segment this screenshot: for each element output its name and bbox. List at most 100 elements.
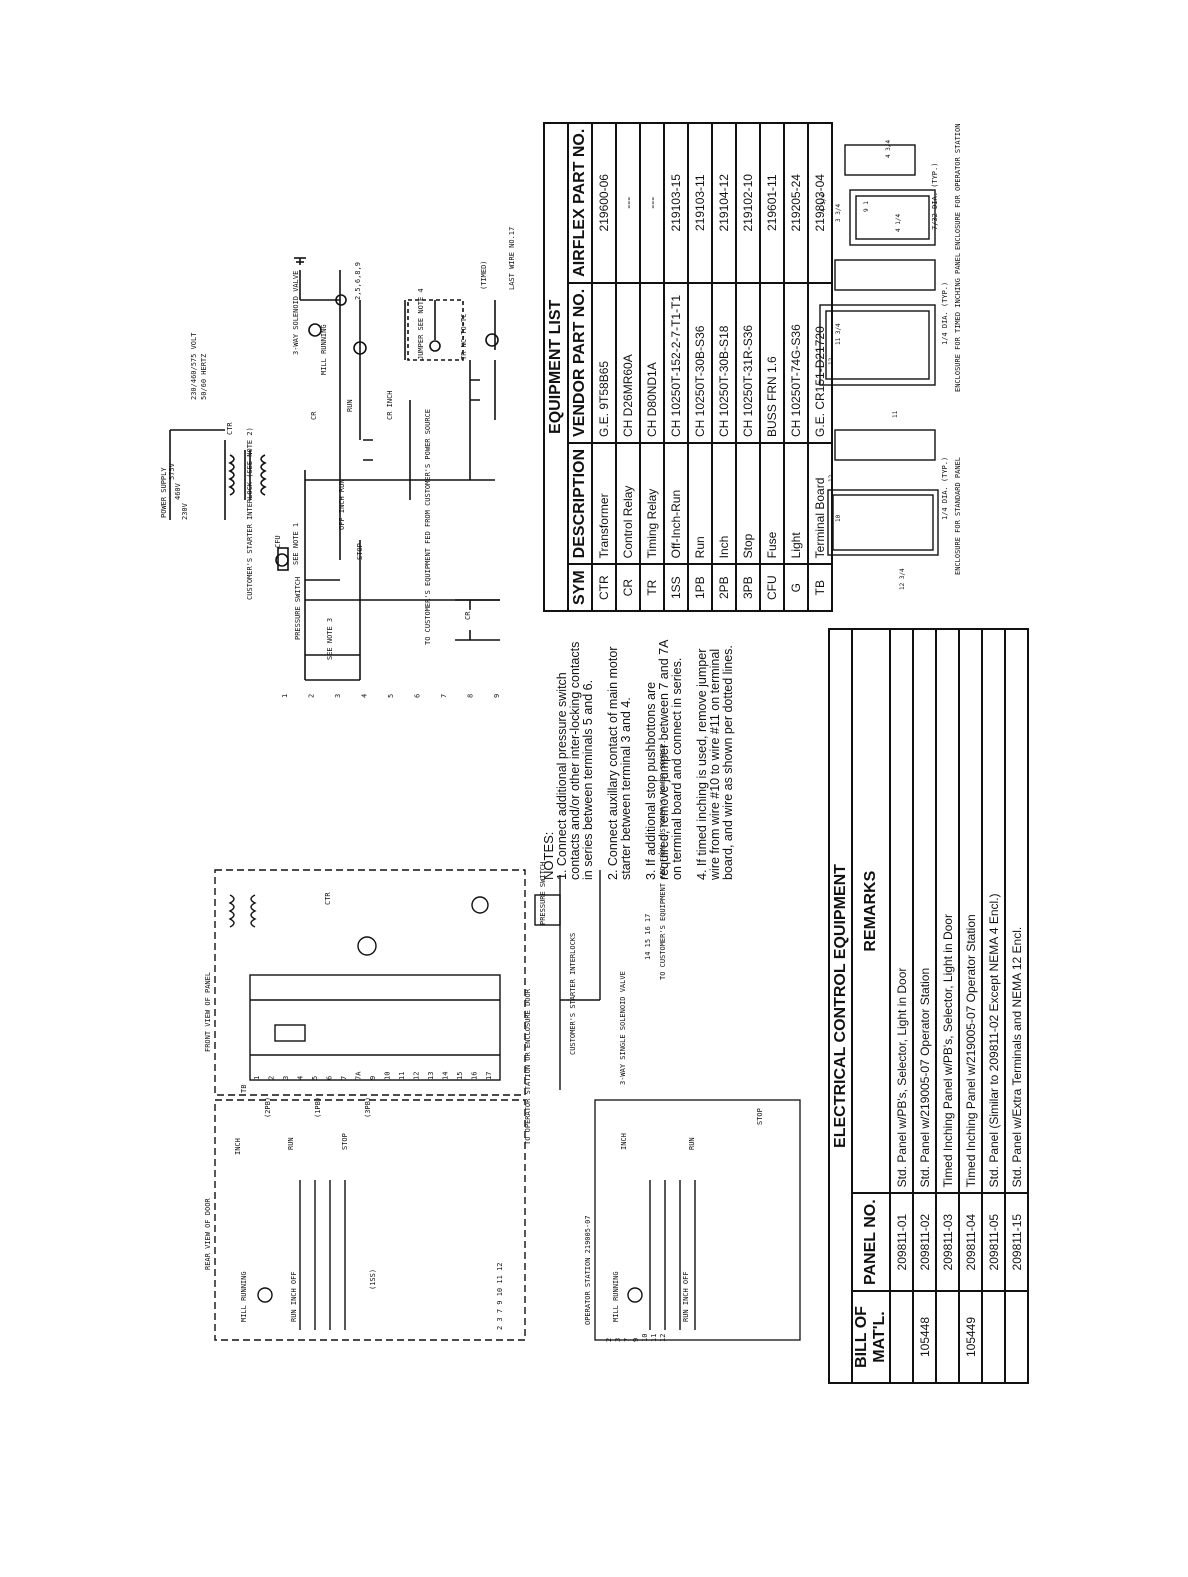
jumper-label: JUMPER SEE NOTE 4 (417, 288, 425, 360)
to-customer-label: TO CUSTOMER'S EQUIPMENT FED FROM CUSTOME… (424, 409, 432, 645)
stop-label: STOP (356, 543, 364, 560)
see-note-3-label: SEE NOTE 3 (326, 618, 334, 660)
ec-bom-cell: 105449 (959, 1291, 982, 1383)
eq-vendor-cell: CH 10250T-152-2-7-T1-T1 (664, 282, 688, 443)
eq-desc-cell: Inch (712, 442, 736, 565)
tb-terminal: 13 (427, 1072, 435, 1080)
ec-panel-cell: 209811-05 (982, 1193, 1005, 1291)
rear-run: RUN (287, 1137, 295, 1150)
equipment-list: EQUIPMENT LIST SYM DESCRIPTION VENDOR PA… (543, 122, 833, 612)
ec-panel-cell: 209811-15 (1005, 1193, 1028, 1291)
off-inch-run-label: OFF INCH RUN (338, 479, 346, 530)
enclosure-dimension: 10 (835, 514, 842, 522)
note-3: 3. If additional stop pushbottons are re… (644, 640, 684, 880)
run-label: RUN (346, 399, 354, 412)
tb-terminal: 9 (369, 1076, 377, 1080)
tb-terminal: 17 (485, 1072, 493, 1080)
eq-sym-cell: TB (808, 564, 832, 611)
eq-desc-cell: Fuse (760, 442, 784, 565)
front-tb: TB (240, 1085, 248, 1093)
ec-bom-cell (936, 1291, 959, 1383)
eq-vendor-cell: CH D80ND1A (640, 282, 664, 443)
front-solenoid: 3-WAY SINGLE SOLENOID VALVE (619, 971, 627, 1085)
see-note-1-label: SEE NOTE 1 (292, 523, 300, 565)
power-supply-label: POWER SUPPLY (160, 467, 168, 518)
row-number: 3 (334, 694, 342, 698)
solenoid-label: 3-WAY SOLENOID VALVE (292, 271, 300, 355)
enclosure-dimension: 12 (828, 357, 835, 365)
op-inch: INCH (620, 1133, 628, 1150)
notes-heading: NOTES: (541, 831, 556, 880)
eq-airflex-cell: 219803-04 (808, 122, 832, 283)
cr-rung8-label: CR (464, 611, 472, 620)
eq-vendor-cell: G.E. CR151-D21720 (808, 282, 832, 443)
interlock-label: CUSTOMER'S STARTER INTERLOCK (SEE NOTE 2… (246, 427, 254, 600)
eq-vendor-cell: CH 10250T-30B-S18 (712, 282, 736, 443)
ec-bom-cell (1005, 1291, 1028, 1383)
ec-bom-cell (890, 1291, 913, 1383)
note-2: 2. Connect auxillary contact of main mot… (606, 646, 633, 880)
eq-desc-cell: Stop (736, 442, 760, 565)
enclosure-dia-2: 1/4 DIA. (TYP.) (941, 282, 949, 345)
eq-desc-cell: Timing Relay (640, 442, 664, 565)
last-wire-label: LAST WIRE NO.17 (508, 227, 516, 290)
eq-airflex-cell: 219103-15 (664, 122, 688, 283)
ec-remarks-cell: Std. Panel w/PB's, Selector, Light in Do… (890, 629, 913, 1194)
eq-desc-cell: Transformer (592, 442, 616, 565)
frequency-label: 50/60 HERTZ (200, 354, 208, 400)
enclosure-dimension: 4 3/4 (885, 140, 892, 158)
op-wire-number: 12 (659, 1334, 667, 1342)
op-mill-running: MILL RUNNING (612, 1271, 620, 1322)
op-wire-number: 11 (650, 1334, 658, 1342)
row-number: 8 (467, 694, 475, 698)
rear-stop: STOP (341, 1133, 349, 1150)
ctr-label: CTR (226, 422, 234, 435)
tb-terminal: 1 (253, 1076, 261, 1080)
op-wire-number: 9 (632, 1338, 640, 1342)
cr-inch-label: CR INCH (386, 390, 394, 420)
ladder-schematic (169, 257, 500, 681)
enclosure-dimension: 4 1/4 (895, 214, 902, 232)
ec-panel-cell: 209811-03 (936, 1193, 959, 1291)
electrical-control-equipment: ELECTRICAL CONTROL EQUIPMENT BILL OF MAT… (828, 628, 1029, 1384)
ec-header-bom: BILL OF MAT'L. (852, 1291, 890, 1383)
enclosure-dia-3: 7/32 DIA. (TYP.) (931, 163, 939, 230)
ec-panel-cell: 209811-02 (913, 1193, 936, 1291)
terminals-label: 2,5,6,8,9 (354, 262, 362, 300)
ec-remarks-cell: Std. Panel w/Extra Terminals and NEMA 12… (1005, 629, 1028, 1194)
eq-sym-cell: G (784, 564, 808, 611)
ec-panel-cell: 209811-01 (890, 1193, 913, 1291)
eq-desc-cell: Off-Inch-Run (664, 442, 688, 565)
row-number: 9 (493, 694, 501, 698)
enclosure-timed: ENCLOSURE FOR TIMED INCHING PANEL (954, 253, 962, 392)
front-view-title: FRONT VIEW OF PANEL (204, 972, 212, 1052)
enclosure-dimension: 11 3/4 (835, 323, 842, 345)
eq-header-desc: DESCRIPTION (568, 442, 592, 565)
eq-airflex-cell: 219103-11 (688, 122, 712, 283)
eq-airflex-cell: 219600-06 (592, 122, 616, 283)
tap-575: 575V (168, 462, 176, 480)
mill-running-label: MILL RUNNING (320, 324, 328, 375)
eq-airflex-cell: --- (640, 122, 664, 283)
row-number: 5 (387, 694, 395, 698)
rear-wires: 2 3 7 9 10 11 12 (496, 1263, 504, 1330)
op-run-inch-off: RUN INCH OFF (682, 1271, 690, 1322)
cfu-label: CFU (274, 535, 282, 548)
note-1: 1. Connect additional pressure switch co… (555, 641, 595, 880)
op-stop: STOP (756, 1108, 764, 1125)
enclosure-dimension: 3 3/4 (835, 204, 842, 222)
eq-airflex-cell: --- (616, 122, 640, 283)
eq-sym-cell: 1PB (688, 564, 712, 611)
cr-label: CR (310, 411, 318, 420)
